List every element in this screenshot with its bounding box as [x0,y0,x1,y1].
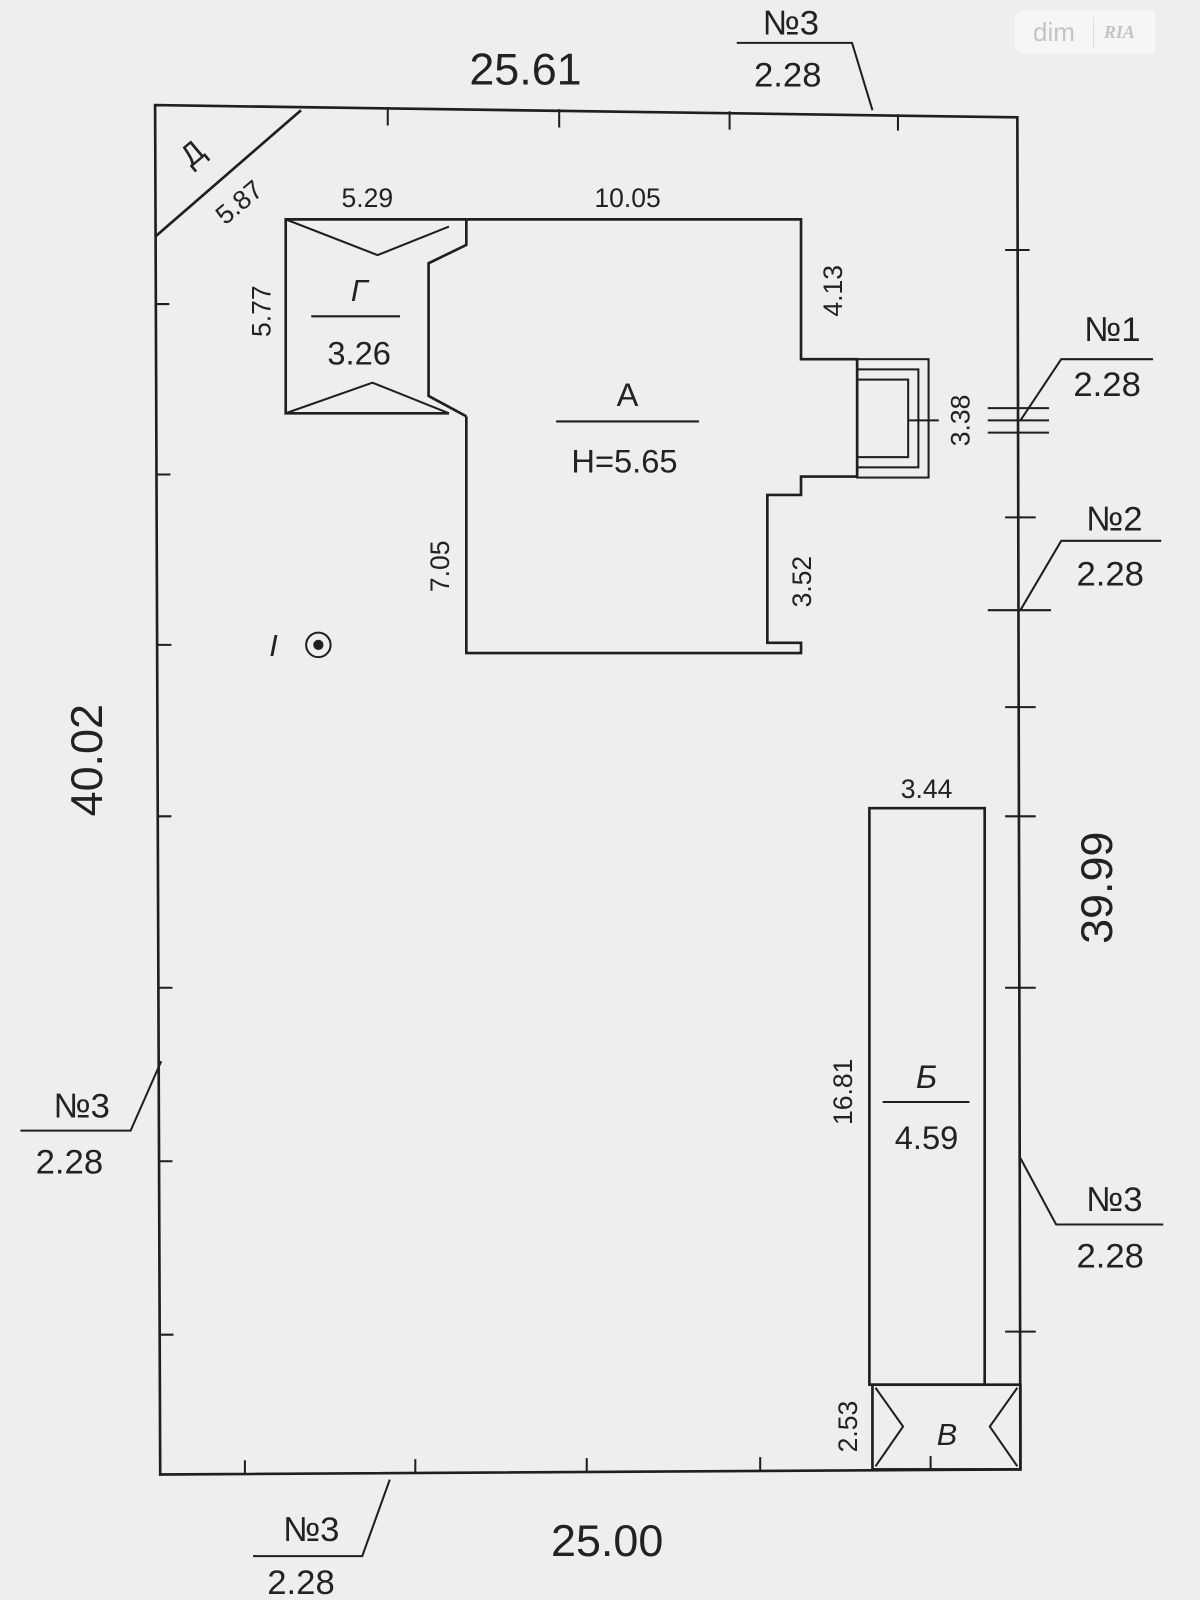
plot-top-length: 25.61 [469,44,581,95]
well-icon-dot [313,639,324,650]
well-icon [305,631,332,659]
neighbor-left-label: №3 [53,1087,110,1125]
neighbor-2-label: №2 [1086,501,1143,539]
neighbor-1-value: 2.28 [1073,366,1141,404]
watermark-dim: dim [1015,16,1094,48]
building-b-length: 16.81 [828,1059,858,1125]
building-g-height: 3.26 [327,334,391,371]
building-a-dim-7-05: 7.05 [425,541,455,593]
building-a-dim-4-13: 4.13 [818,265,848,317]
building-a-dim-3-52: 3.52 [787,556,817,608]
building-g [284,218,468,418]
building-g-letter: Г [351,274,370,308]
neighbor-1: №1 2.28 [987,311,1154,434]
building-v-dim: 2.53 [833,1401,863,1453]
neighbor-right: №3 2.28 [1019,1157,1164,1275]
neighbor-left: №3 2.28 [20,1060,163,1181]
building-a [465,218,859,655]
neighbor-bottom: №3 2.28 [253,1479,391,1600]
neighbor-bottom-label: №3 [283,1511,340,1549]
building-v [871,1383,1022,1471]
building-g-width: 5.29 [342,183,394,213]
building-b-width: 3.44 [901,774,953,804]
building-d-label: Д [174,134,212,174]
boundary-ticks [155,107,1036,1475]
building-a-height: Н=5.65 [571,442,677,479]
building-a-width: 10.05 [594,183,660,213]
building-d-line [154,109,302,238]
neighbor-right-label: №3 [1086,1181,1143,1219]
plot-bottom-length: 25.00 [551,1515,663,1566]
building-a-porch-dim: 3.38 [945,395,975,447]
neighbor-right-value: 2.28 [1076,1237,1144,1275]
building-b-letter: Б [916,1058,937,1095]
plot-right-length: 39.99 [1071,832,1122,944]
neighbor-top-label: №3 [763,5,820,43]
building-a-porch [856,358,939,479]
neighbor-top-value: 2.28 [754,57,822,95]
building-v-letter: В [937,1418,957,1452]
neighbor-bottom-value: 2.28 [267,1564,335,1600]
watermark-ria: RIA [1103,21,1135,42]
neighbor-1-label: №1 [1084,311,1141,349]
neighbor-2: №2 2.28 [987,501,1162,612]
building-g-depth: 5.77 [246,285,276,337]
neighbor-top: №3 2.28 [736,5,874,111]
plot-left-length: 40.02 [61,704,112,816]
building-a-letter: А [617,376,639,413]
watermark: dim RIA [1015,10,1155,54]
neighbor-2-value: 2.28 [1076,556,1144,594]
well-label: I [269,629,278,663]
building-b [868,806,987,1387]
neighbor-left-value: 2.28 [36,1143,104,1181]
building-b-height: 4.59 [895,1119,959,1156]
